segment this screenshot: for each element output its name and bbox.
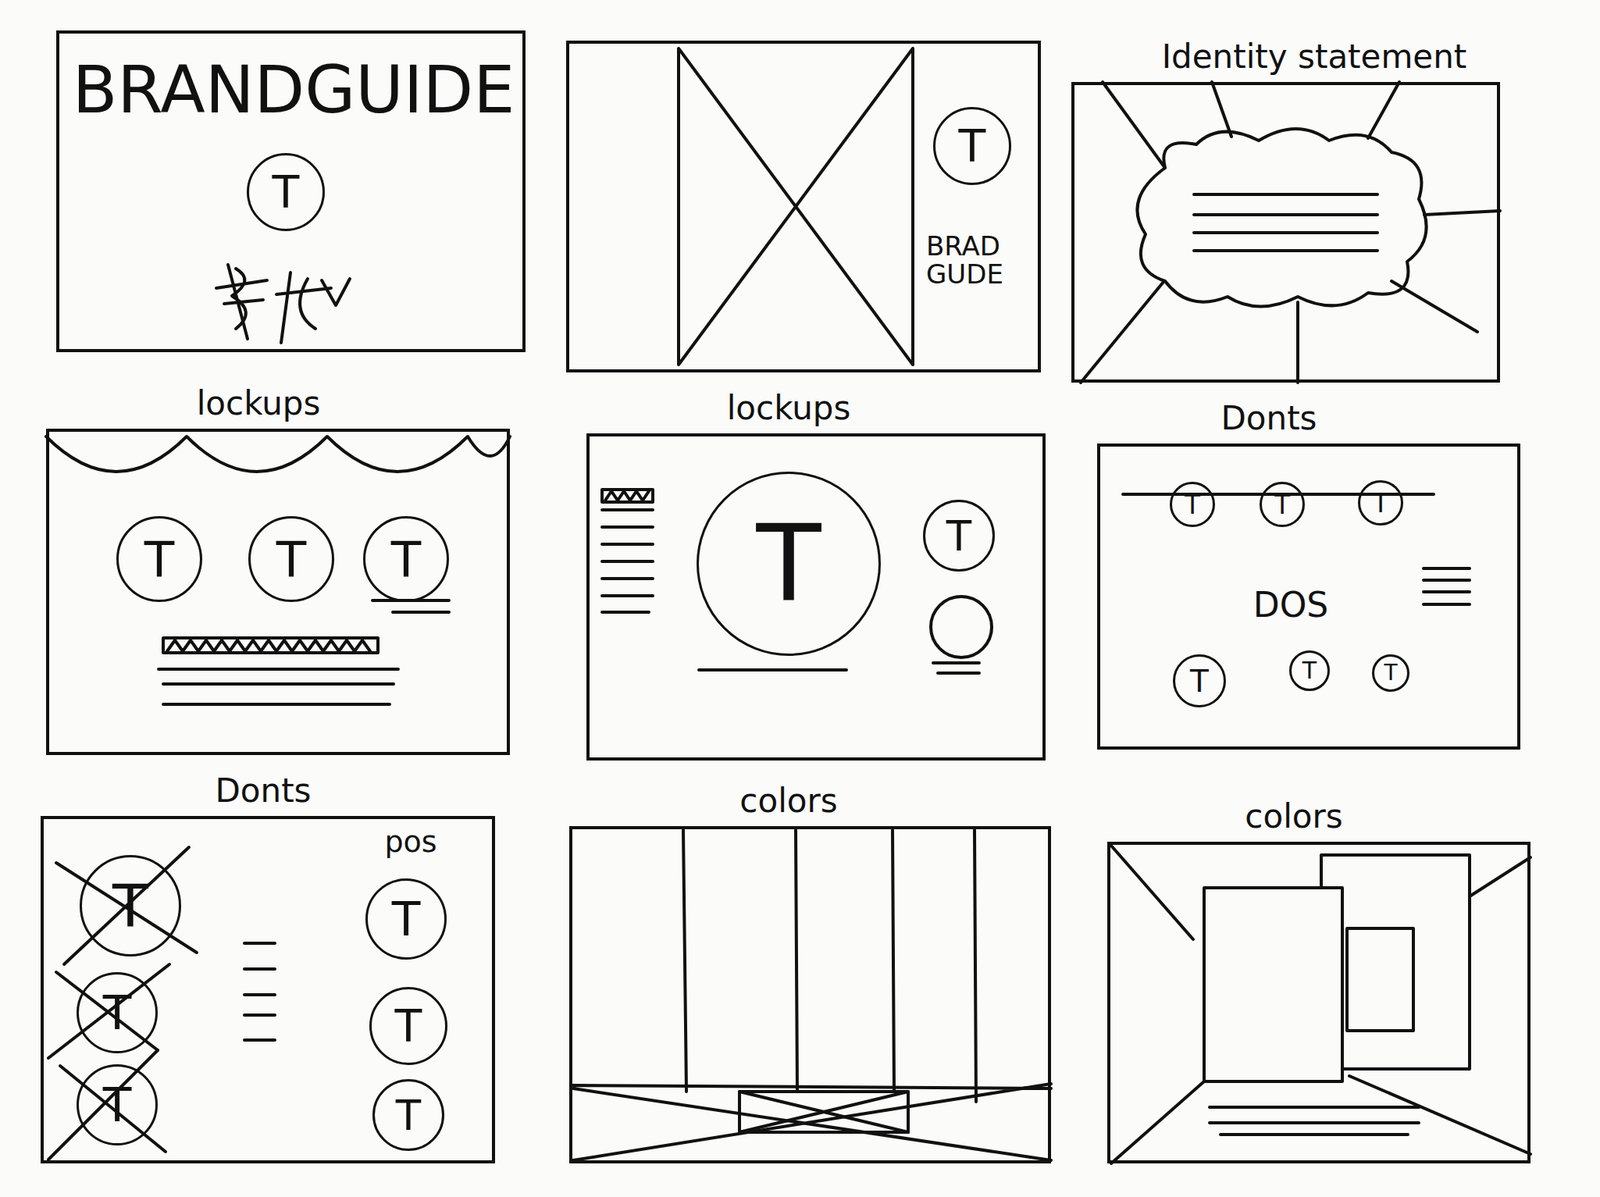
panel-heading: Identity statement <box>1161 39 1468 75</box>
logo-circle: T <box>248 516 335 603</box>
logo-letter: T <box>1274 491 1290 518</box>
panel-heading: colors <box>1244 799 1343 834</box>
panel-text: BRANDGUIDE <box>72 55 516 125</box>
panel-heading: Donts <box>214 773 311 809</box>
logo-circle: T <box>76 972 158 1054</box>
thumbnail-panel: BRANDGUIDE T <box>56 30 526 353</box>
logo-circle: T <box>116 516 203 603</box>
logo-circle: T <box>696 471 881 656</box>
logo-letter: T <box>391 534 421 585</box>
thumbnail-panel: colors <box>1107 841 1531 1164</box>
logo-circle: T <box>363 516 449 603</box>
logo-letter: T <box>1372 490 1389 517</box>
panel-text: pos <box>384 826 437 859</box>
logo-circle: T <box>76 1064 158 1146</box>
thumbnail-panel: DontsposTTTTTT <box>40 816 496 1164</box>
logo-letter: T <box>1302 659 1317 683</box>
panel-text: DOS <box>1253 587 1329 624</box>
thumbnail-panel: colors <box>569 826 1052 1164</box>
logo-letter: T <box>1383 662 1397 685</box>
logo-circle: T <box>1289 650 1330 692</box>
panel-heading: lockups <box>726 391 852 426</box>
logo-letter: T <box>1190 666 1209 697</box>
logo-letter: T <box>391 895 421 943</box>
logo-letter: T <box>103 1081 132 1129</box>
logo-letter: T <box>946 515 972 557</box>
panel-text: BRAD GUDE <box>926 232 1020 289</box>
logo-circle: T <box>1169 481 1216 528</box>
logo-letter: T <box>958 124 987 169</box>
thumbnail-panel: Identity statement <box>1071 81 1501 383</box>
thumbnail-panel: lockupsTT <box>586 433 1046 761</box>
logo-letter: T <box>272 170 300 215</box>
logo-circle: T <box>1259 481 1305 528</box>
logo-circle: T <box>933 106 1012 186</box>
logo-letter: T <box>112 876 149 936</box>
logo-letter: T <box>144 534 175 585</box>
logo-circle: T <box>1357 480 1404 526</box>
thumbnail-panel: lockupsTTT <box>46 428 510 756</box>
logo-circle: T <box>922 499 995 572</box>
logo-circle: T <box>246 153 325 232</box>
panel-heading: colors <box>739 783 838 819</box>
logo-letter: T <box>395 1094 421 1137</box>
panel-heading: Donts <box>1220 401 1317 436</box>
logo-circle: T <box>79 855 182 957</box>
logo-circle: T <box>372 1079 445 1152</box>
logo-circle: T <box>1371 654 1410 692</box>
logo-letter: T <box>103 989 132 1037</box>
logo-circle: T <box>365 878 447 960</box>
thumbnail-panel: DontsDOSTTTTTT <box>1097 443 1521 750</box>
logo-letter: T <box>395 1004 423 1049</box>
logo-circle: T <box>1172 654 1226 708</box>
thumbnail-panel: BRAD GUDE T <box>566 40 1041 373</box>
logo-letter: T <box>276 534 307 585</box>
logo-circle: T <box>369 987 448 1066</box>
logo-letter: T <box>1184 491 1201 518</box>
logo-letter: T <box>755 510 821 617</box>
panel-heading: lockups <box>196 386 321 421</box>
